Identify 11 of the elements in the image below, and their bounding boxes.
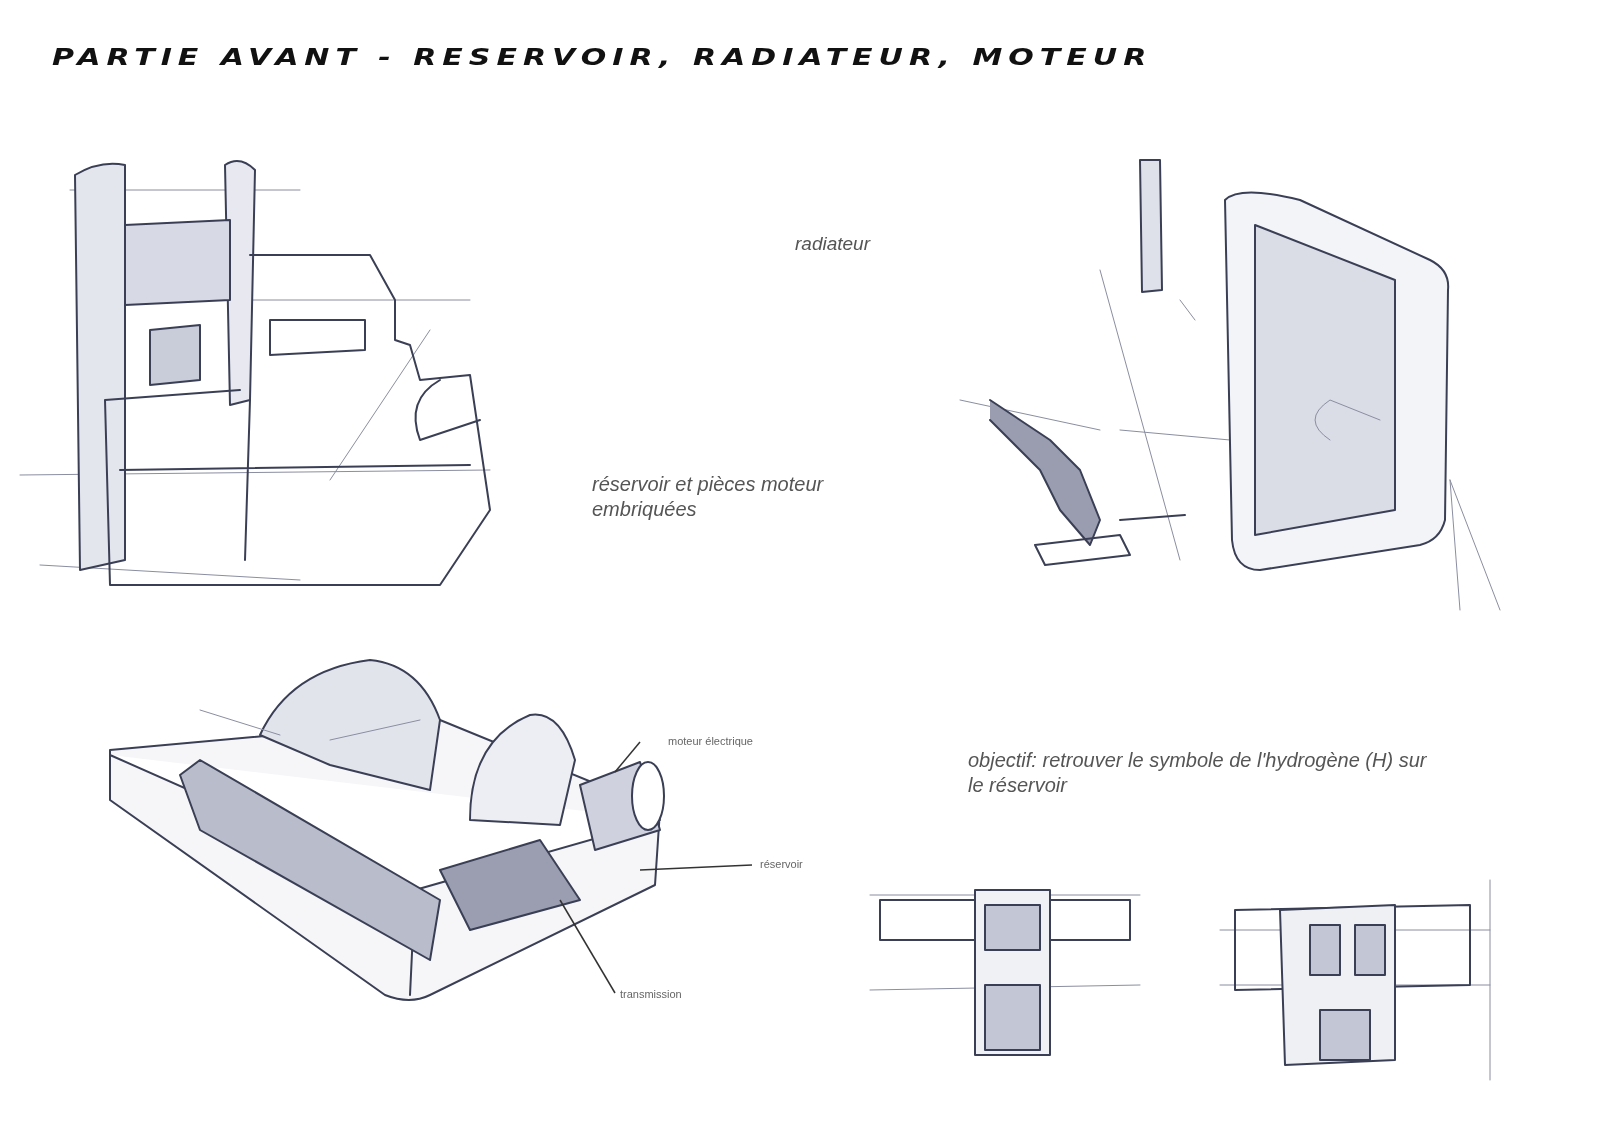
handwritten-note: réservoir et pièces moteur embriquées <box>592 472 825 522</box>
part-label: réservoir <box>760 858 803 870</box>
part-label: moteur électrique <box>668 735 753 747</box>
handwritten-note: radiateur <box>795 232 872 256</box>
leader-line <box>559 899 616 994</box>
part-label: transmission <box>620 988 682 1000</box>
motor-drawing <box>579 761 665 851</box>
title: PARTIE AVANT - RESERVOIR, RADIATEUR, MOTEUR <box>52 44 1153 71</box>
leader-line <box>614 741 641 773</box>
leader-line <box>639 864 753 871</box>
handwritten-note: objectif: retrouver le symbole de l'hydrogène (H) sur le réservoir <box>968 748 1428 798</box>
